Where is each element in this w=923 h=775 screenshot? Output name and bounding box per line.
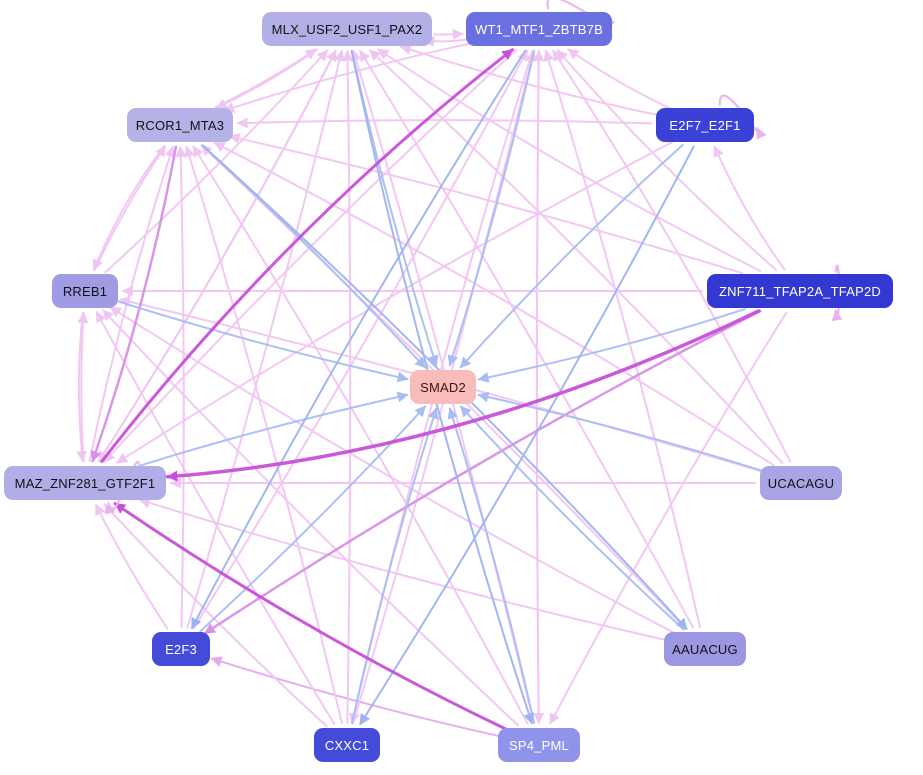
node-label: WT1_MTF1_ZBTB7B bbox=[475, 21, 603, 37]
node-label: SMAD2 bbox=[420, 379, 466, 395]
graph-edge bbox=[447, 407, 536, 725]
graph-edge bbox=[228, 133, 744, 275]
graph-edge bbox=[192, 145, 529, 725]
graph-node-cxxc1[interactable]: CXXC1 bbox=[314, 728, 380, 762]
graph-edge bbox=[175, 145, 187, 628]
node-label: E2F3 bbox=[165, 641, 197, 657]
graph-edge bbox=[88, 145, 176, 462]
node-label: MAZ_ZNF281_GTF2F1 bbox=[14, 475, 156, 491]
graph-edge bbox=[359, 49, 695, 629]
graph-node-mlx-usf2-usf1-pax2[interactable]: MLX_USF2_USF1_PAX2 bbox=[262, 12, 432, 46]
graph-edge bbox=[184, 145, 343, 725]
graph-edge bbox=[92, 145, 166, 271]
graph-edge bbox=[76, 312, 88, 463]
graph-node-smad2[interactable]: SMAD2 bbox=[410, 370, 476, 404]
graph-edge bbox=[102, 309, 520, 727]
node-label: SP4_PML bbox=[509, 737, 569, 753]
graph-edge bbox=[459, 405, 685, 631]
graph-node-maz-znf281-gtf2f1[interactable]: MAZ_ZNF281_GTF2F1 bbox=[4, 466, 166, 500]
graph-node-e2f7-e2f1[interactable]: E2F7_E2F1 bbox=[656, 108, 754, 142]
graph-edge bbox=[359, 145, 695, 726]
graph-edge bbox=[350, 50, 439, 367]
graph-edge bbox=[186, 49, 345, 629]
graph-edge bbox=[713, 145, 786, 271]
graph-edge bbox=[368, 49, 784, 464]
node-label: MLX_USF2_USF1_PAX2 bbox=[271, 21, 423, 37]
graph-node-rcor1-mta3[interactable]: RCOR1_MTA3 bbox=[127, 108, 233, 142]
graph-edge bbox=[117, 300, 409, 383]
graph-edge bbox=[77, 311, 89, 462]
graph-edge bbox=[350, 407, 439, 725]
graph-edge bbox=[342, 49, 354, 724]
graph-edge bbox=[447, 50, 536, 367]
graph-edge bbox=[214, 48, 317, 109]
graph-edge bbox=[190, 49, 527, 630]
graph-edge bbox=[103, 49, 518, 463]
node-label: UCACAGU bbox=[767, 475, 835, 491]
graph-node-rreb1[interactable]: RREB1 bbox=[52, 274, 118, 308]
graph-node-e2f3[interactable]: E2F3 bbox=[152, 632, 210, 666]
node-label: CXXC1 bbox=[324, 737, 370, 753]
graph-edge bbox=[95, 311, 336, 726]
graph-edge bbox=[100, 48, 514, 463]
graph-edge bbox=[567, 48, 671, 110]
graph-edge bbox=[213, 141, 775, 467]
graph-edge bbox=[210, 656, 499, 737]
graph-edge bbox=[543, 49, 701, 629]
graph-node-aauacug[interactable]: AAUACUG bbox=[664, 632, 746, 666]
graph-node-znf711-tfap2a-tfap2d[interactable]: ZNF711_TFAP2A_TFAP2D bbox=[707, 274, 893, 308]
graph-edge bbox=[165, 309, 761, 482]
node-label: RREB1 bbox=[62, 283, 108, 299]
graph-edge bbox=[533, 49, 545, 724]
node-label: ZNF711_TFAP2A_TFAP2D bbox=[719, 283, 881, 299]
graph-edge bbox=[90, 145, 178, 463]
graph-edge bbox=[203, 309, 762, 635]
graph-edge bbox=[549, 311, 788, 725]
graph-edge bbox=[97, 49, 337, 463]
graph-edge bbox=[556, 49, 777, 271]
graph-edge bbox=[104, 49, 329, 274]
graph-edge bbox=[222, 41, 478, 113]
node-label: E2F7_E2F1 bbox=[669, 117, 741, 133]
graph-edge bbox=[477, 308, 746, 383]
graph-edge bbox=[477, 391, 764, 472]
graph-node-wt1-mtf1-zbtb7b[interactable]: WT1_MTF1_ZBTB7B bbox=[466, 12, 612, 46]
graph-node-ucacagu[interactable]: UCACAGU bbox=[760, 466, 842, 500]
graph-edge bbox=[377, 48, 762, 272]
graph-edge bbox=[94, 503, 169, 630]
graph-edge bbox=[138, 391, 409, 467]
graph-node-sp4-pml[interactable]: SP4_PML bbox=[498, 728, 580, 762]
graph-edge bbox=[552, 49, 792, 463]
graph-edge bbox=[192, 49, 529, 630]
graph-edge bbox=[199, 405, 427, 632]
graph-edge bbox=[103, 503, 328, 728]
graph-edge bbox=[459, 144, 684, 369]
graph-edge bbox=[113, 502, 508, 731]
graph-edge bbox=[433, 28, 464, 40]
node-label: RCOR1_MTA3 bbox=[135, 117, 225, 133]
node-label: AAUACUG bbox=[672, 641, 738, 657]
graph-edge bbox=[93, 145, 167, 271]
